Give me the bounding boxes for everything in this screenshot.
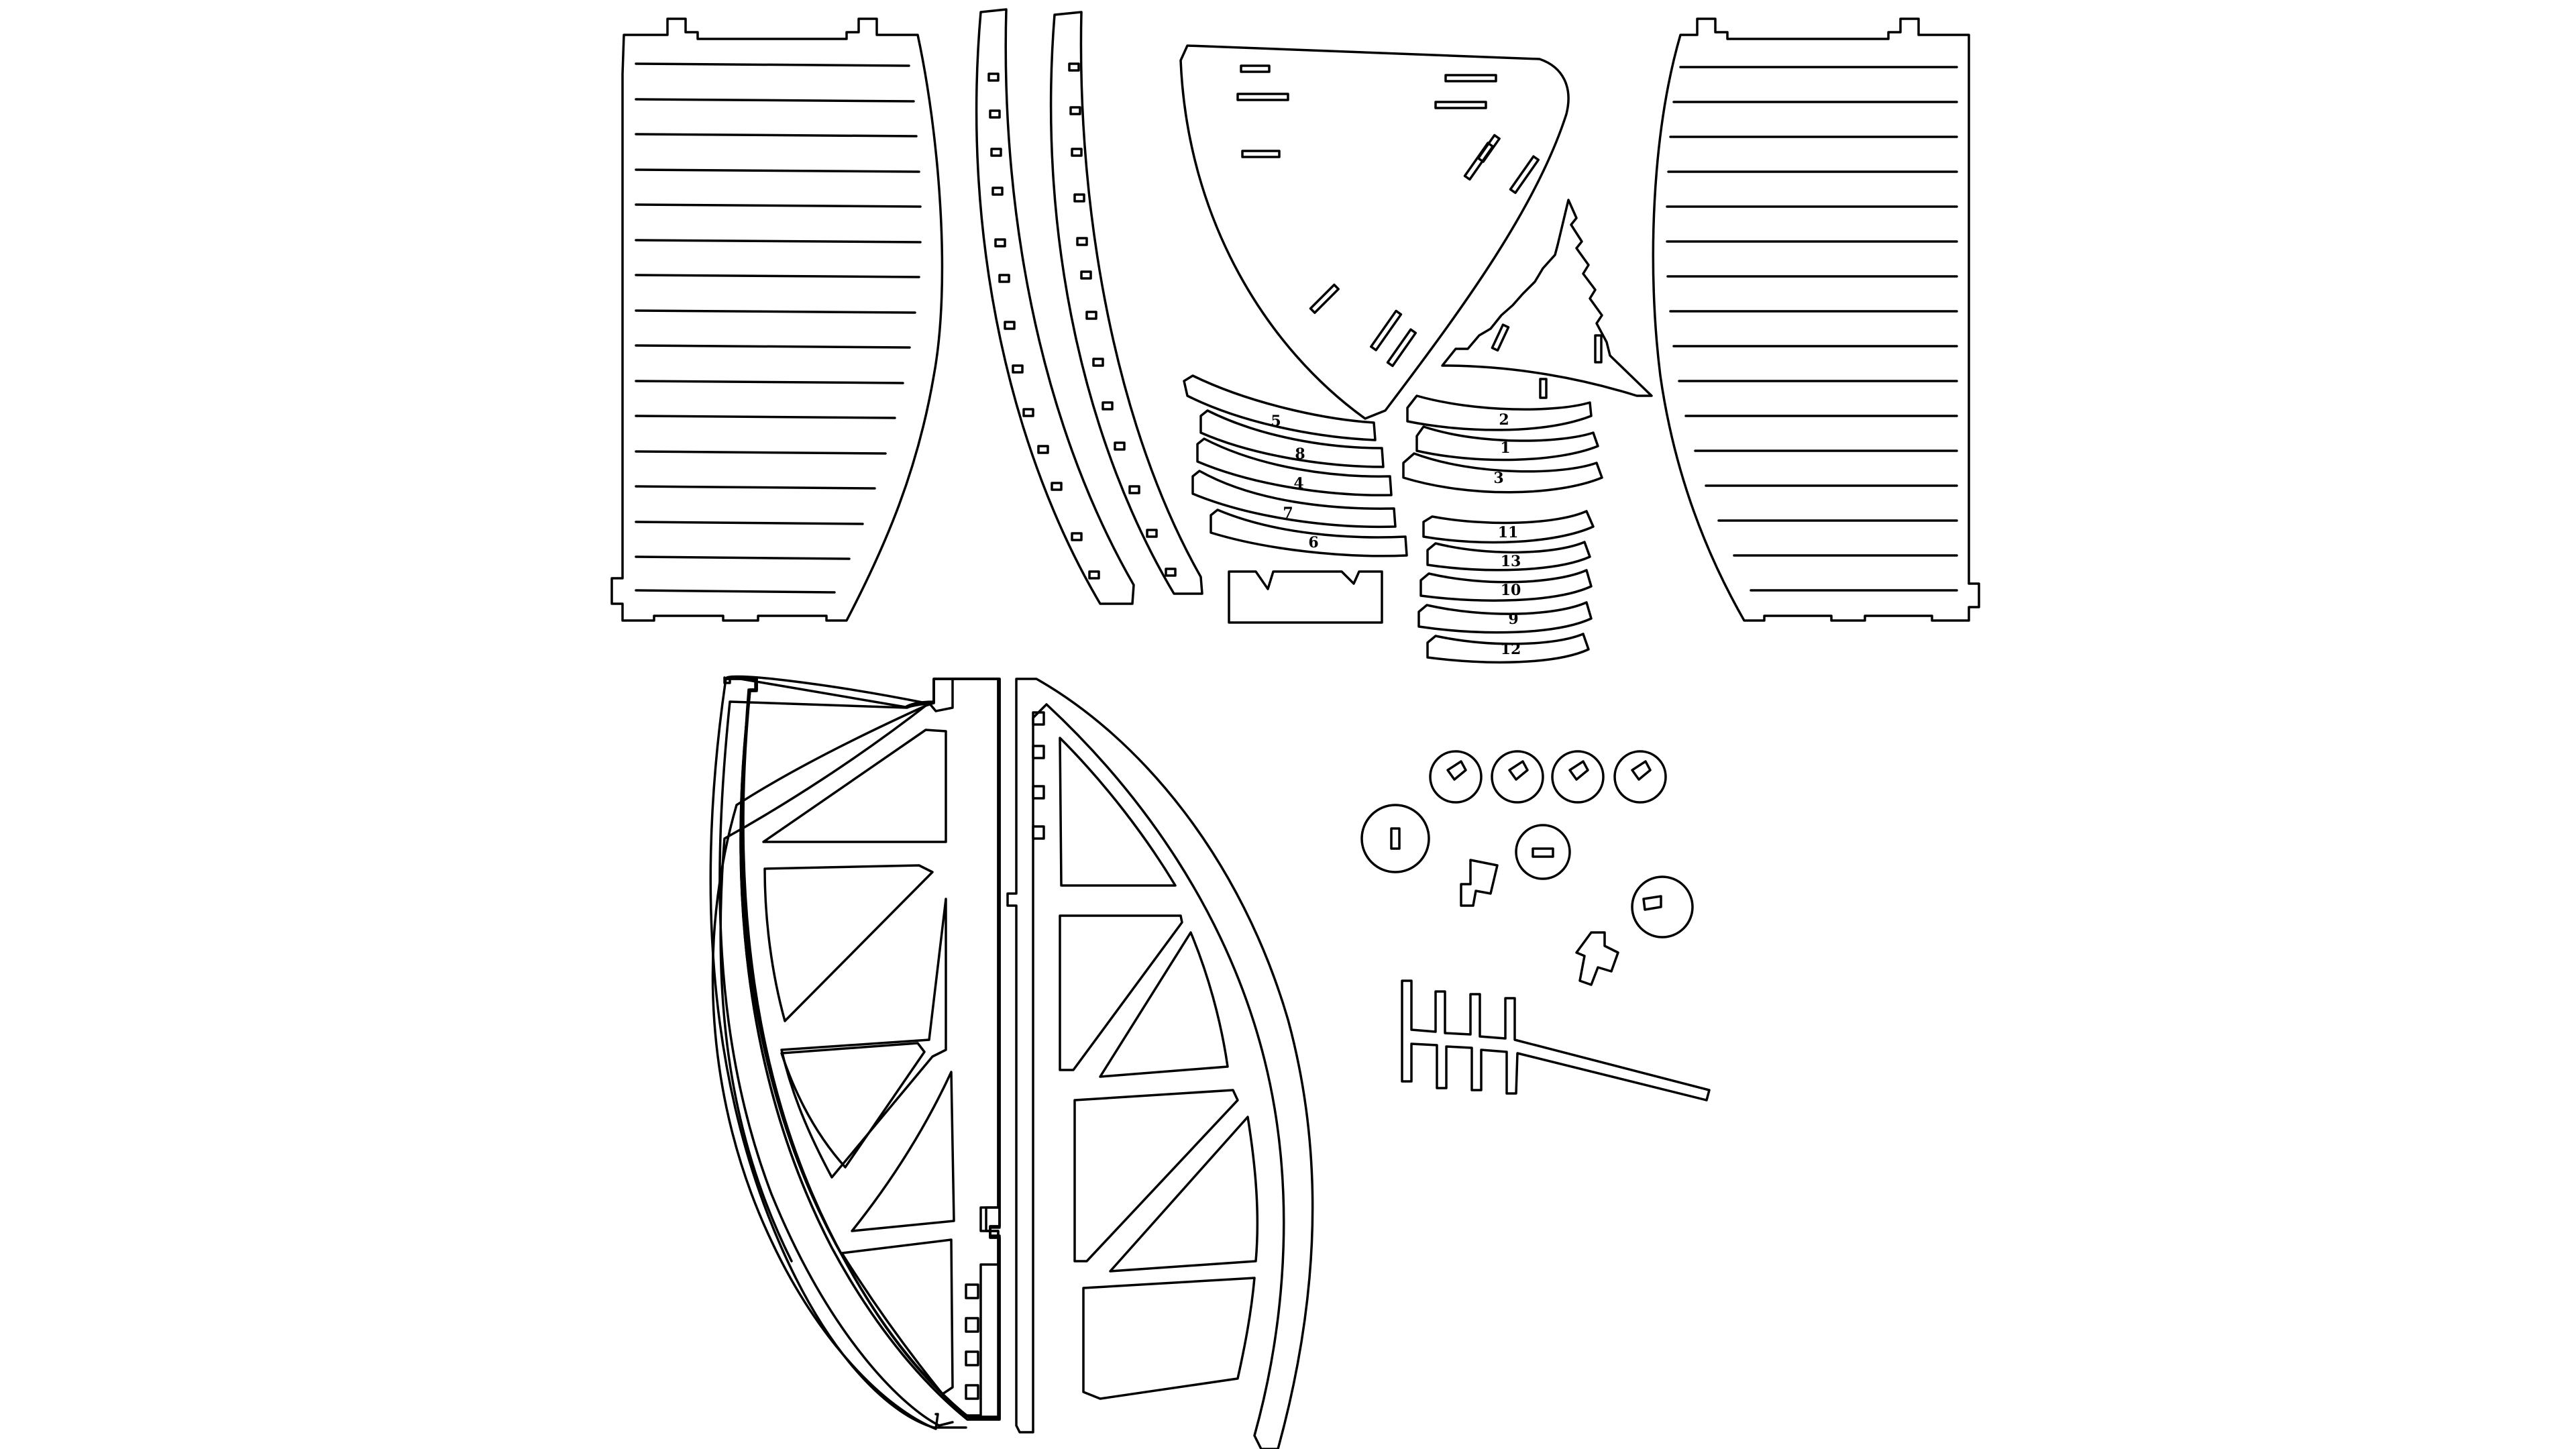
truss-right	[1006, 678, 1314, 1449]
right-upper-arc-segments: 2 1 3	[1402, 394, 1603, 494]
left-slatted-panel	[610, 17, 944, 622]
truss-left	[709, 675, 1001, 1430]
round-notched-disc	[1631, 875, 1694, 938]
arc-segment	[1196, 437, 1393, 496]
arc-segment	[1406, 394, 1593, 431]
left-panel-slats	[635, 62, 922, 594]
arc-segment	[1191, 470, 1397, 529]
arc-segment	[1210, 508, 1408, 557]
right-lower-arc-segments: 11 13 10 9 12	[1417, 510, 1595, 664]
arc-label: 4	[1293, 475, 1303, 492]
right-slatted-panel	[1652, 17, 1980, 622]
arc-label: 12	[1501, 641, 1521, 658]
arc-label: 9	[1508, 610, 1518, 628]
round-notched-disc	[1429, 750, 1483, 804]
quarter-panel-slots	[1236, 64, 1540, 368]
round-slotted-disc	[1515, 824, 1571, 880]
round-parts	[1360, 750, 1694, 938]
arc-label: 5	[1271, 413, 1281, 430]
round-slotted-disc	[1360, 804, 1430, 873]
arc-segment	[1419, 569, 1593, 602]
round-notched-disc	[1551, 750, 1605, 804]
arc-segment	[1426, 541, 1591, 572]
round-notched-disc	[1613, 750, 1667, 804]
curved-rail-left	[975, 8, 1135, 605]
notched-base-block	[1228, 570, 1383, 624]
serrated-fan-piece	[1441, 199, 1653, 399]
arc-label: 13	[1501, 553, 1521, 570]
arc-segment	[1199, 409, 1385, 468]
arc-segment	[1415, 425, 1599, 462]
arc-segment	[1417, 601, 1593, 634]
arc-segment	[1422, 510, 1595, 544]
arc-segment	[1402, 452, 1603, 494]
small-bracket	[1460, 859, 1499, 907]
round-notched-disc	[1491, 750, 1544, 804]
arc-label: 2	[1499, 411, 1509, 429]
arc-segment	[1183, 374, 1377, 441]
small-bracket	[1575, 931, 1619, 986]
arc-label: 7	[1283, 504, 1293, 522]
arc-label: 11	[1498, 524, 1519, 541]
arc-label: 3	[1493, 470, 1503, 487]
curved-rail-left-slots	[987, 72, 1100, 580]
arc-label: 10	[1501, 582, 1521, 599]
curved-rail-right-slots	[1068, 62, 1177, 577]
quarter-panel	[1179, 44, 1570, 420]
comb-antenna-part	[1401, 979, 1711, 1102]
arc-label: 1	[1500, 439, 1510, 457]
left-arc-segments: 5 8 4 7 6	[1183, 374, 1408, 557]
curved-rail-right	[1049, 11, 1203, 595]
arc-label: 6	[1308, 534, 1318, 551]
right-panel-slats	[1666, 66, 1958, 592]
arc-segment	[1426, 633, 1590, 664]
arc-label: 8	[1295, 445, 1305, 463]
